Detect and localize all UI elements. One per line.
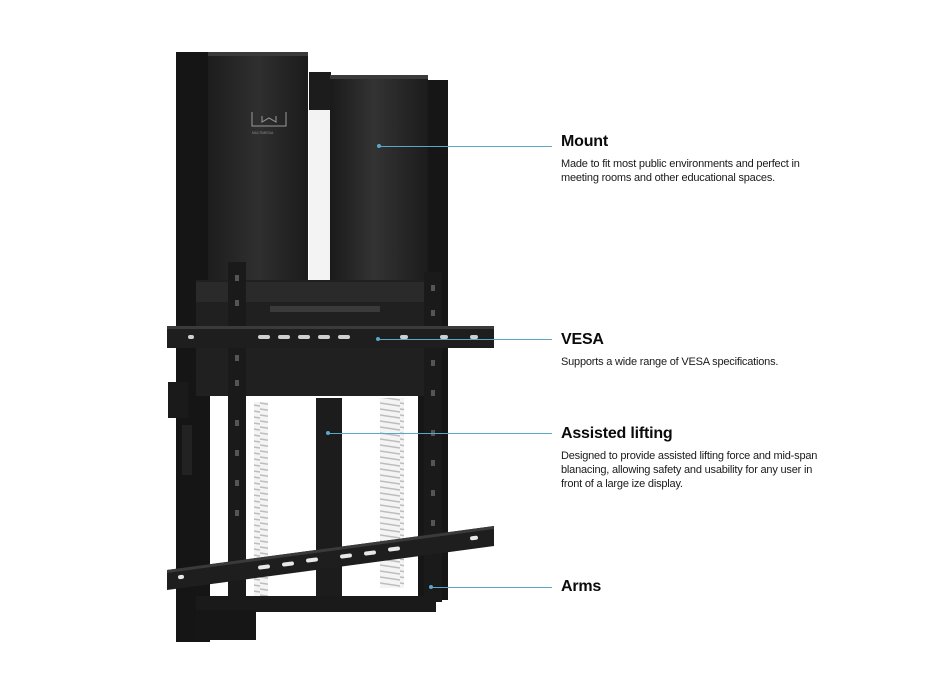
feature-vesa: VESA Supports a wide range of VESA speci… [561, 331, 831, 369]
bottom-frame [196, 596, 436, 612]
arm-vertical-left [228, 262, 246, 637]
feature-title: Mount [561, 133, 608, 150]
feature-title: Assisted lifting [561, 425, 673, 442]
feature-title: VESA [561, 331, 604, 348]
mount-callout-dot [377, 144, 381, 148]
arm-vertical-right [424, 272, 442, 602]
housing-left-panel [208, 52, 308, 287]
lifting-callout-line [329, 433, 552, 434]
mount-callout-line [380, 146, 552, 147]
vesa-callout-line [379, 339, 552, 340]
spring-left [254, 402, 268, 612]
logo-subtext: MULTIMEDIA [252, 131, 274, 135]
feature-mount: Mount Made to fit most public environmen… [561, 133, 831, 185]
feature-title: Arms [561, 578, 602, 595]
vesa-bar-lower [167, 526, 494, 590]
feature-description: Made to fit most public environments and… [561, 158, 800, 184]
feature-description: Supports a wide range of VESA specificat… [561, 356, 779, 368]
vesa-bar-upper [167, 326, 494, 348]
arms-callout-dot [429, 585, 433, 589]
feature-description: Designed to provide assisted lifting for… [561, 450, 818, 490]
lifting-callout-dot [326, 431, 330, 435]
feature-arms: Arms [561, 578, 831, 602]
housing-gap [309, 108, 331, 280]
vesa-callout-dot [376, 337, 380, 341]
arms-callout-line [432, 587, 552, 588]
center-post [316, 398, 342, 608]
feature-assisted-lifting: Assisted lifting Designed to provide ass… [561, 425, 831, 491]
housing-right-panel [330, 75, 428, 287]
side-handle [168, 382, 188, 418]
lml-logo [251, 112, 287, 127]
